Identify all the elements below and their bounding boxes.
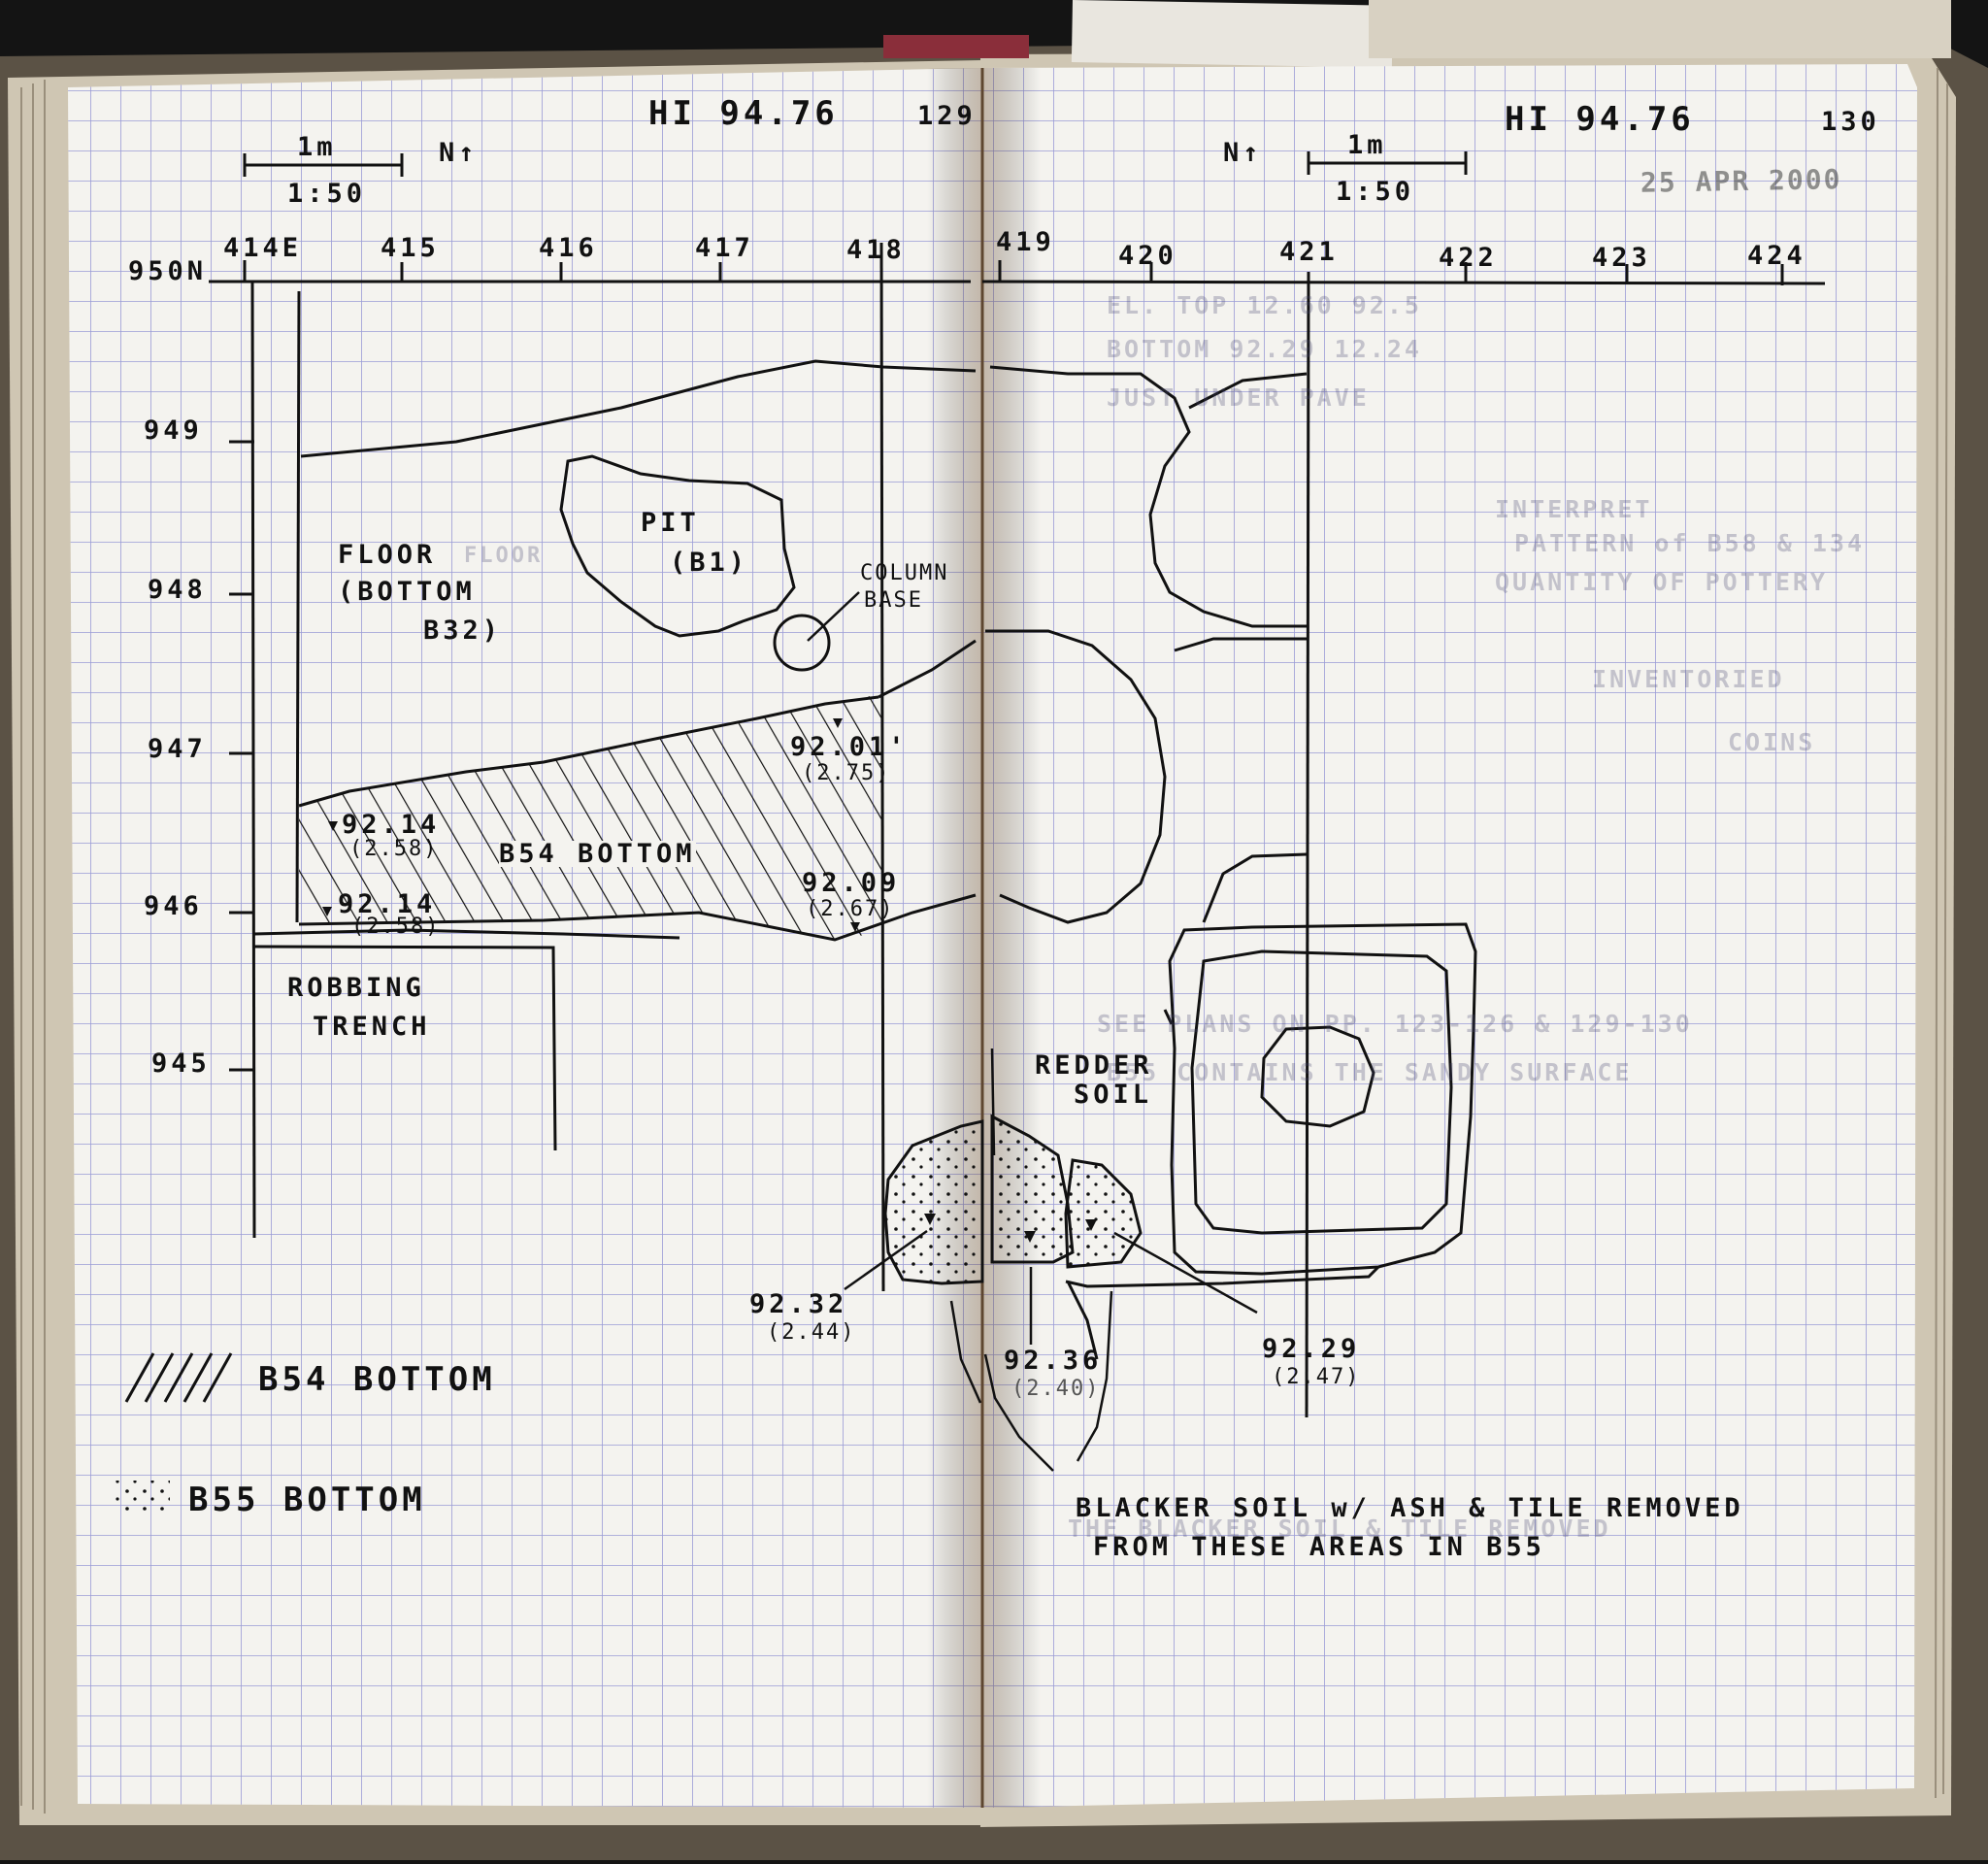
bleed-through-2: BOTTOM 92.29 12.24 bbox=[1107, 335, 1422, 363]
floor-ghost-label: FLOOR bbox=[464, 544, 544, 568]
bleed-through-11: THE BLACKER SOIL & TILE REMOVED bbox=[1068, 1514, 1611, 1543]
pit-label: PIT bbox=[641, 508, 700, 538]
bleed-through-4: INTERPRET bbox=[1495, 495, 1653, 523]
bleed-through-3: JUST UNDER PAVE bbox=[1107, 383, 1370, 412]
b54-hatch-region bbox=[299, 694, 883, 940]
floor-label-1: FLOOR bbox=[338, 540, 437, 570]
right-scale-length: 1m bbox=[1347, 130, 1387, 160]
pit-id-label: (B1) bbox=[670, 548, 749, 578]
depth-2-58-lower: (2.58) bbox=[351, 915, 441, 939]
left-scale-bar bbox=[243, 153, 404, 177]
y-label-948: 948 bbox=[148, 575, 207, 605]
legend-hatch-symbol bbox=[124, 1352, 233, 1403]
depth-2-40: (2.40) bbox=[1011, 1377, 1101, 1401]
b54-bottom-label: B54 BOTTOM bbox=[499, 839, 696, 869]
right-grid-lines bbox=[981, 260, 1826, 1418]
right-hi-reading: HI 94.76 bbox=[1505, 100, 1695, 139]
x-label-421: 421 bbox=[1279, 237, 1339, 267]
y-label-946: 946 bbox=[144, 891, 203, 921]
x-label-424: 424 bbox=[1747, 241, 1806, 271]
x-label-420: 420 bbox=[1118, 241, 1177, 271]
elevation-92-32: 92.32 bbox=[749, 1289, 848, 1319]
removal-note-line-2: FROM THESE AREAS IN B55 bbox=[1093, 1532, 1545, 1562]
floor-label-2: (BOTTOM bbox=[338, 577, 476, 607]
x-label-416: 416 bbox=[539, 233, 598, 263]
robbing-label-2: TRENCH bbox=[313, 1012, 431, 1042]
depth-2-58-upper: (2.58) bbox=[349, 837, 439, 861]
right-scale-bar bbox=[1307, 151, 1468, 175]
left-grid-lines bbox=[209, 242, 971, 1292]
elevation-92-01: 92.01' bbox=[790, 732, 909, 762]
date-stamp: 25 APR 2000 bbox=[1640, 163, 1842, 199]
floor-label-3: B32) bbox=[423, 616, 503, 646]
robbing-label-1: ROBBING bbox=[287, 973, 425, 1003]
x-label-423: 423 bbox=[1592, 243, 1651, 273]
depth-2-67: (2.67) bbox=[806, 897, 895, 921]
elevation-92-29: 92.29 bbox=[1262, 1334, 1361, 1364]
legend-b54-label: B54 BOTTOM bbox=[258, 1360, 496, 1399]
y-label-949: 949 bbox=[144, 416, 203, 446]
depth-2-75: (2.75) bbox=[802, 761, 891, 785]
x-label-419: 419 bbox=[996, 227, 1055, 257]
right-elevation-markers bbox=[924, 1214, 1097, 1243]
x-label-417: 417 bbox=[695, 233, 754, 263]
elevation-92-09: 92.09 bbox=[802, 868, 901, 898]
depth-2-47: (2.47) bbox=[1272, 1365, 1361, 1389]
bleed-through-9: SEE PLANS ON PP. 123-126 & 129-130 bbox=[1097, 1010, 1693, 1038]
right-annotation-lines bbox=[844, 1048, 1258, 1472]
left-page-number: 129 bbox=[917, 101, 977, 131]
x-label-418: 418 bbox=[846, 235, 906, 265]
page-edge-lines bbox=[20, 67, 1948, 1814]
b55-dots-region-3 bbox=[1064, 1158, 1143, 1269]
right-north-arrow: N↑ bbox=[1223, 138, 1263, 168]
ribbon bbox=[883, 35, 1029, 58]
legend-dots-symbol bbox=[112, 1481, 170, 1514]
removal-note-line-1: BLACKER SOIL w/ ASH & TILE REMOVED bbox=[1076, 1493, 1744, 1523]
pit-outline bbox=[559, 454, 796, 638]
y-label-947: 947 bbox=[148, 734, 207, 764]
bleed-through-8: COINS bbox=[1728, 728, 1816, 756]
left-scale-length: 1m bbox=[297, 132, 337, 162]
redder-soil-label-1: REDDER bbox=[1035, 1050, 1153, 1081]
floor-boundary bbox=[295, 290, 301, 923]
column-base-label-2: BASE bbox=[864, 588, 923, 613]
left-north-arrow: N↑ bbox=[439, 138, 479, 168]
stone-outlines bbox=[985, 365, 1477, 1360]
elevation-92-14-upper: 92.14 bbox=[342, 810, 441, 840]
right-scale-ratio: 1:50 bbox=[1336, 177, 1415, 207]
left-elevation-markers bbox=[322, 718, 860, 932]
bleed-through-1: EL. TOP 12.60 92.5 bbox=[1107, 291, 1422, 319]
right-page-number: 130 bbox=[1821, 107, 1880, 137]
bookmark-tab bbox=[1071, 0, 1393, 68]
bleed-through-10: B55 CONTAINS THE SANDY SURFACE bbox=[1107, 1058, 1633, 1086]
column-base-label-1: COLUMN bbox=[860, 561, 949, 585]
binding-tape bbox=[1369, 0, 1951, 58]
column-base-circle bbox=[773, 614, 831, 672]
y-label-945: 945 bbox=[151, 1048, 211, 1079]
redder-soil-label-2: SOIL bbox=[1074, 1080, 1153, 1110]
y-label-950n: 950N bbox=[128, 256, 208, 286]
x-label-414e: 414E bbox=[223, 233, 303, 263]
left-scale-ratio: 1:50 bbox=[287, 179, 367, 209]
left-hi-reading: HI 94.76 bbox=[648, 94, 839, 133]
bleed-through-5: PATTERN of B58 & 134 bbox=[1514, 529, 1866, 557]
elevation-92-36: 92.36 bbox=[1004, 1346, 1103, 1376]
x-label-422: 422 bbox=[1439, 243, 1498, 273]
depth-2-44: (2.44) bbox=[767, 1320, 856, 1345]
bleed-through-7: INVENTORIED bbox=[1592, 665, 1785, 693]
elevation-92-14-lower: 92.14 bbox=[338, 889, 437, 919]
bleed-through-6: QUANTITY OF POTTERY bbox=[1495, 568, 1828, 596]
x-label-415: 415 bbox=[381, 233, 440, 263]
legend-b55-label: B55 BOTTOM bbox=[188, 1481, 426, 1519]
